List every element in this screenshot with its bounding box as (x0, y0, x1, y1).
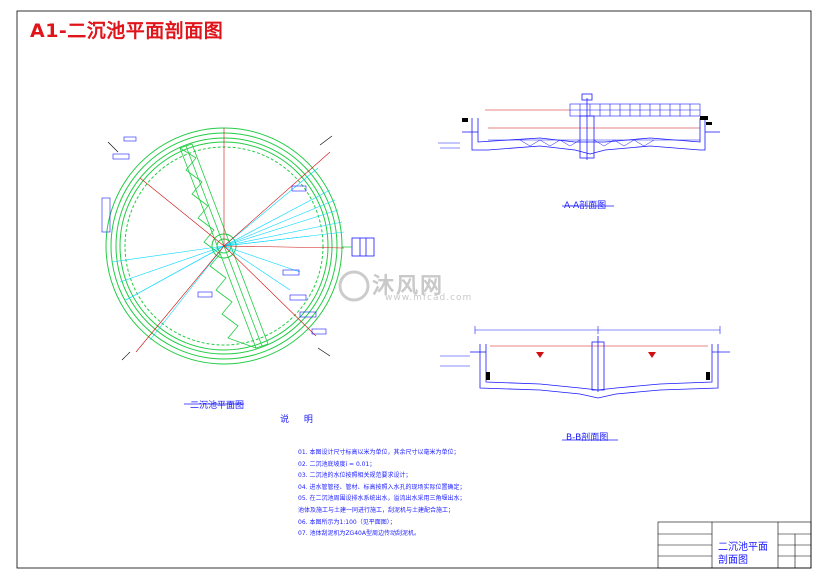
section-aa-view (438, 93, 720, 207)
plan-dimensions (135, 128, 345, 353)
note-item: 池体及施工与土建一同进行施工，刮泥机与土建配合施工； (298, 506, 455, 514)
radial-leaders (111, 167, 345, 341)
drawing-title: A1-二沉池平面剖面图 (30, 20, 224, 42)
plan-view-label: 二沉池平面图 (190, 401, 245, 411)
watermark-text: 沐风网 (372, 274, 445, 299)
note-item: 05. 在二沉池周围设排水系统出水，溢流出水采用三角堰出水； (298, 495, 466, 503)
plan-view (101, 127, 375, 405)
note-item: 04. 进水管管径、管材、标高按照入水孔的现场实际位置确定； (298, 483, 466, 491)
note-item: 06. 本图所示为1:100（见平面图）； (298, 518, 396, 526)
notes-list: 01. 本图设计尺寸标高以米为单位，其余尺寸以毫米为单位； 02. 二沉池底坡度… (298, 447, 628, 540)
section-aa-label: A-A剖面图 (564, 201, 607, 211)
note-item: 03. 二沉池的水位按照相关规范要求设计； (298, 472, 412, 480)
section-bb-view (440, 326, 730, 441)
title-block (657, 521, 812, 569)
section-bb-label: B-B剖面图 (566, 433, 609, 443)
title-block-drawing-name: 二沉池平面剖面图 (718, 542, 768, 566)
notes-title: 说 明 (280, 415, 319, 425)
note-item: 02. 二沉池底坡度i = 0.01； (298, 460, 376, 468)
note-item: 01. 本图设计尺寸标高以米为单位，其余尺寸以毫米为单位； (298, 449, 460, 456)
watermark-logo (338, 270, 370, 302)
note-item: 07. 池体刮泥机为ZG40A型周边传动刮泥机。 (298, 530, 420, 538)
watermark-url: www.mfcad.com (385, 293, 473, 303)
drawing-border (16, 10, 812, 569)
